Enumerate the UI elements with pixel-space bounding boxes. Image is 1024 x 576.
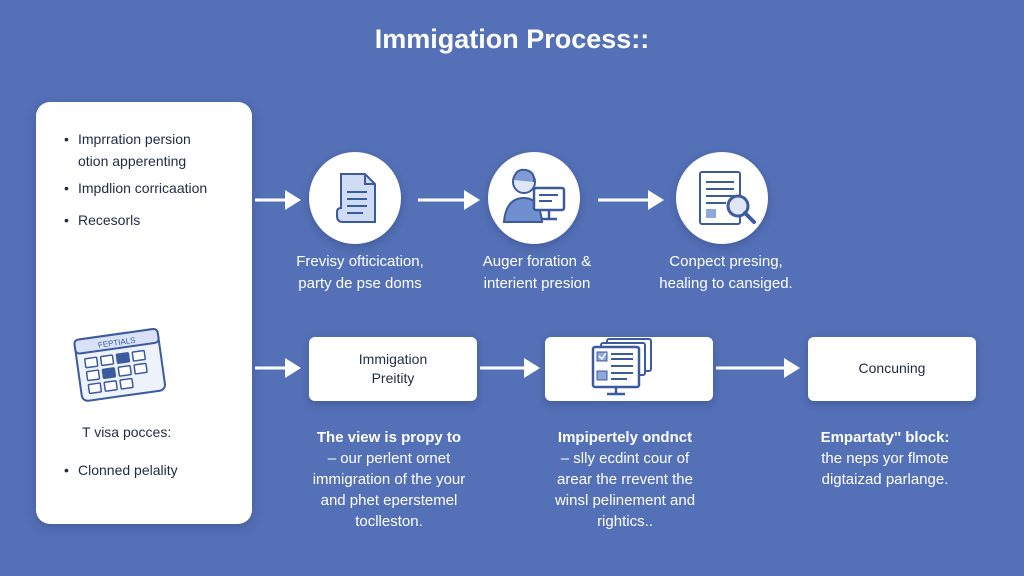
description-line: – slly ecdint cour of: [560, 450, 690, 467]
step-1-circle: [309, 152, 401, 244]
box-label: Concuning: [858, 360, 926, 376]
description-line: toclleston.: [355, 513, 423, 530]
side-list-item: Recesorls: [62, 209, 207, 231]
side-list: Imprration persion otion apperenting Imp…: [62, 128, 207, 231]
document-search-icon: [699, 171, 756, 225]
caption-line: Auger foration &: [482, 253, 592, 270]
description-3: Empartaty'' block: the neps yor flmote d…: [780, 427, 990, 490]
caption-line: party de pse doms: [298, 275, 422, 292]
side-note: T visa pocces:: [82, 424, 172, 440]
person-computer-icon: [502, 168, 566, 223]
side-panel: Imprration persion otion apperenting Imp…: [36, 102, 252, 524]
description-line: the neps yor flmote: [821, 450, 949, 467]
description-heading: Impipertely ondnct: [557, 429, 693, 446]
step-2-caption: Auger foration & interient presion: [437, 251, 637, 295]
arrow-right-icon: [255, 358, 301, 378]
arrow-right-icon: [716, 358, 800, 378]
description-heading: Empartaty'' block:: [820, 429, 950, 446]
step-box-forms: [545, 337, 713, 401]
step-3-caption: Conpect presing, healing to cansiged.: [626, 251, 826, 295]
caption-line: interient presion: [483, 275, 591, 292]
box-line: Preitity: [371, 370, 415, 386]
arrow-right-icon: [255, 190, 301, 210]
side-list-item: otion apperenting: [78, 153, 187, 169]
arrow-right-icon: [418, 190, 480, 210]
arrow-right-icon: [480, 358, 540, 378]
forms-computer-icon: [591, 338, 652, 396]
step-3-circle: [676, 152, 768, 244]
description-line: winsl pelinement and: [554, 492, 696, 509]
calendar-icon: FEPTIALS: [72, 326, 168, 411]
description-line: rightics..: [597, 513, 653, 530]
description-line: – our perlent ornet: [327, 450, 451, 467]
description-2: Impipertely ondnct – slly ecdint cour of…: [520, 427, 730, 532]
caption-line: healing to cansiged.: [659, 275, 793, 292]
side-footer-list: Clonned pelality: [62, 459, 178, 481]
description-line: digtaizad parlange.: [821, 471, 949, 488]
arrow-right-icon: [598, 190, 664, 210]
caption-line: Frevisy ofticication,: [296, 253, 424, 270]
page-title: Immigation Process::: [374, 24, 650, 54]
box-line: Immigation: [358, 351, 428, 367]
side-list-item: Clonned pelality: [62, 459, 178, 481]
document-icon: [336, 173, 376, 223]
description-heading: The view is propy to: [316, 429, 462, 446]
description-line: and phet eperstemel: [320, 492, 458, 509]
step-box-concluding: Concuning: [808, 337, 976, 401]
description-1: The view is propy to – our perlent ornet…: [284, 427, 494, 532]
step-box-immigration-priority: Immigation Preitity: [309, 337, 477, 401]
side-list-item: Impdlion corricaation: [62, 177, 207, 199]
description-line: arear the rrevent the: [557, 471, 693, 488]
step-1-caption: Frevisy ofticication, party de pse doms: [260, 251, 460, 295]
step-2-circle: [488, 152, 580, 244]
description-line: immigration of the your: [312, 471, 466, 488]
caption-line: Conpect presing,: [669, 253, 783, 270]
side-list-item: Imprration persion: [62, 128, 207, 150]
